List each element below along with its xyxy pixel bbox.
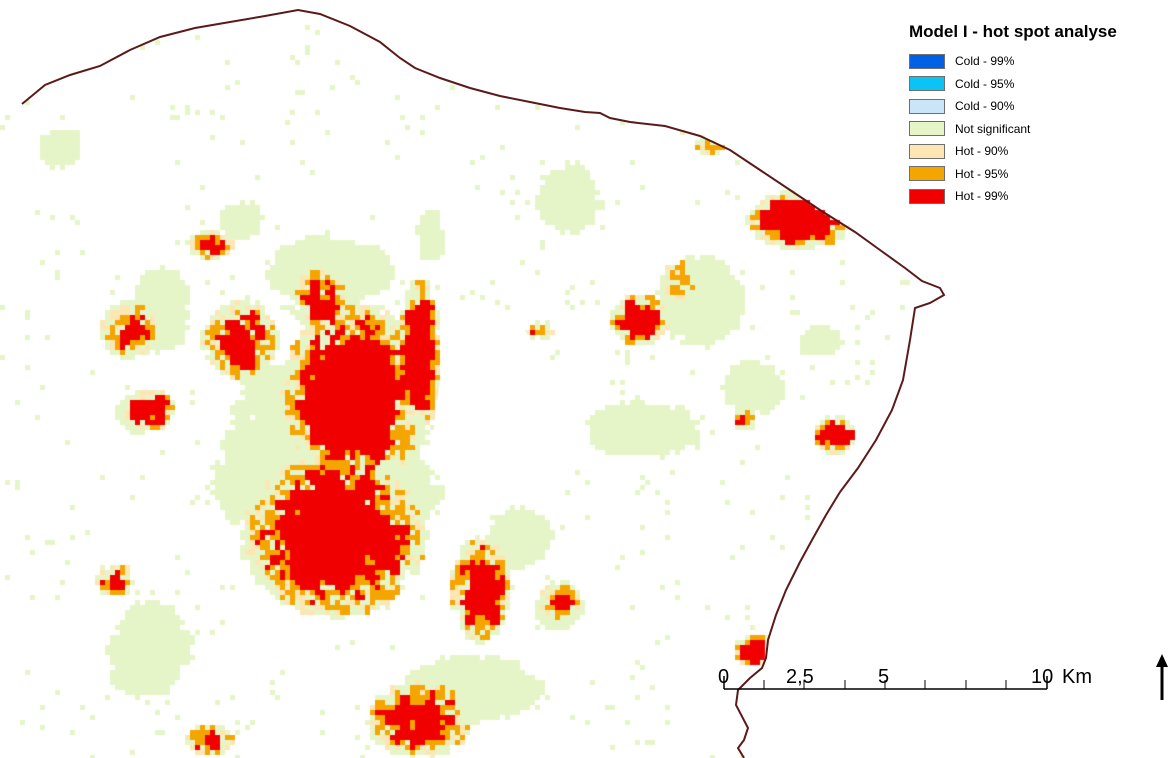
legend-swatch xyxy=(909,53,945,69)
legend-swatch xyxy=(909,76,945,92)
legend-item-cold-99: Cold - 99% xyxy=(909,50,1117,73)
legend-item-hot-90: Hot - 90% xyxy=(909,140,1117,163)
legend-item-hot-99: Hot - 99% xyxy=(909,185,1117,208)
legend-swatch xyxy=(909,166,945,182)
legend-label: Not significant xyxy=(955,121,1031,136)
scale-label-5: 5 xyxy=(878,666,890,688)
legend-label: Hot - 99% xyxy=(955,189,1009,204)
scale-label-10: 10 xyxy=(1031,666,1054,688)
scale-label-0: 0 xyxy=(718,666,730,688)
legend-item-cold-95: Cold - 95% xyxy=(909,73,1117,96)
legend-label: Cold - 95% xyxy=(955,76,1015,91)
scale-unit: Km xyxy=(1062,666,1092,688)
legend-label: Hot - 95% xyxy=(955,166,1009,181)
legend-swatch xyxy=(909,143,945,159)
legend-label: Cold - 99% xyxy=(955,54,1015,69)
legend-label: Cold - 90% xyxy=(955,99,1015,114)
legend-item-cold-90: Cold - 90% xyxy=(909,95,1117,118)
legend-swatch xyxy=(909,98,945,114)
scale-label-2-5: 2,5 xyxy=(786,666,814,688)
legend-title: Model I - hot spot analyse xyxy=(909,22,1117,41)
legend: Model I - hot spot analyse Cold - 99% Co… xyxy=(909,22,1117,208)
legend-swatch xyxy=(909,121,945,137)
north-arrow-icon xyxy=(1156,654,1168,700)
legend-label: Hot - 90% xyxy=(955,144,1009,159)
legend-swatch xyxy=(909,188,945,204)
legend-item-not-significant: Not significant xyxy=(909,118,1117,141)
legend-item-hot-95: Hot - 95% xyxy=(909,163,1117,186)
